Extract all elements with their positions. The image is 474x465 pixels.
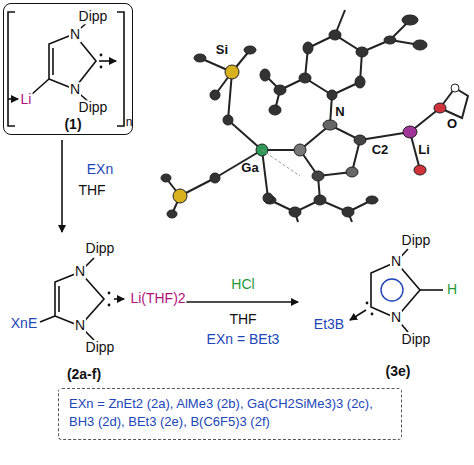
crystal-atom: N [334,105,345,119]
atom-label: N [74,264,86,279]
reagent-list-box: EXn = ZnEt2 (2a), AlMe3 (2b), Ga(CH2SiMe… [58,388,402,440]
atom-label: H [446,282,458,297]
atom-label: Dipp [78,9,109,24]
atom-label: (1) [63,117,82,132]
substituent: Et3B [313,317,345,332]
solvent: THF [77,183,106,198]
substituent: Dipp [401,233,432,248]
substituent: XnE [10,316,38,331]
crystal-atom: Si [215,43,229,57]
crystal-atom: Li [417,143,431,157]
crystal-atom: O [446,117,458,131]
atom-label: N [69,27,81,42]
substituent: Dipp [85,340,116,355]
atom-label: N [390,310,402,325]
crystal-atom: Ga [240,161,259,175]
solvent: THF [228,312,257,327]
reaction-arrows [62,140,298,302]
lone-pair [108,292,111,307]
compound-box: DippNNDippLi(1)n [3,3,133,135]
atom-label: N [390,254,402,269]
condition: EXn = BEt3 [206,332,281,347]
atom-label: N [74,318,86,333]
atom-label: Dipp [78,100,109,115]
crystal-structure [161,10,468,222]
substituent: Dipp [85,241,116,256]
substituent: Li(THF)2 [129,291,186,306]
compound-number: (2a-f) [66,367,102,382]
lone-pair [366,302,374,316]
compound-number: (3e) [385,364,412,379]
atom-label: n [125,116,134,129]
reagent-list: EXn = ZnEt2 (2a), AlMe3 (2b), Ga(CH2SiMe… [59,389,401,436]
reagent: HCl [230,277,255,292]
atom-label: N [69,82,81,97]
compound-3e [350,249,443,332]
lone-pair [100,54,103,69]
substituent: Dipp [401,332,432,347]
compound-2 [40,258,124,340]
compound-1 [8,12,124,126]
atom-label: Li [20,92,33,107]
reagent: EXn [86,162,114,177]
crystal-atom: C2 [371,143,390,157]
